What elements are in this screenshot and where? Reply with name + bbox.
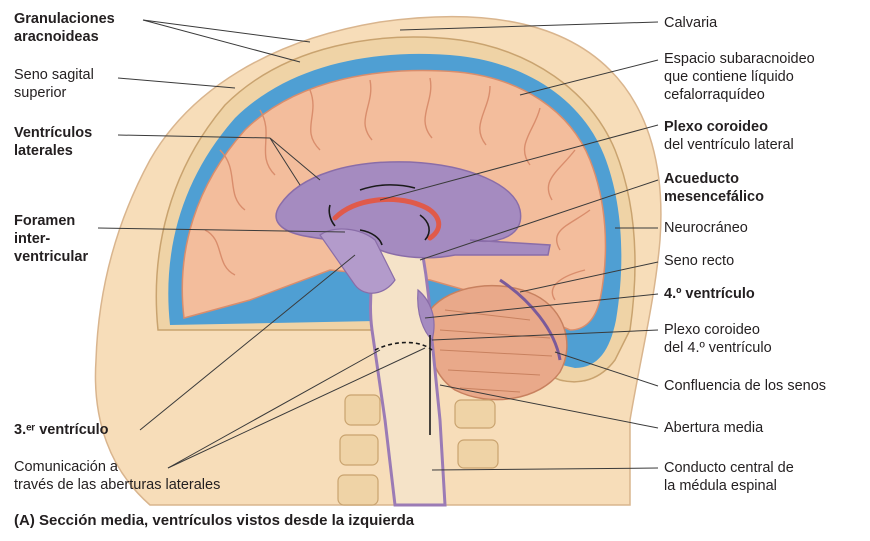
label-line: mesencefálico [664,188,764,206]
label-conducto-central: Conducto central de la médula espinal [664,459,794,495]
label-tercer-ventriculo: 3.ᵉʳ ventrículo [14,421,109,439]
label-comunicacion-aberturas-laterales: Comunicación a través de las aberturas l… [14,458,220,494]
label-line: del ventrículo lateral [664,136,794,154]
label-line: inter- [14,230,88,248]
label-neurocraneo: Neurocráneo [664,219,748,237]
label-line: Seno sagital [14,66,94,84]
label-line: Comunicación a [14,458,220,476]
label-line: la médula espinal [664,477,794,495]
label-plexo-coroideo-lateral: Plexo coroideo del ventrículo lateral [664,118,794,154]
label-line: ventricular [14,248,88,266]
label-line: superior [14,84,94,102]
label-calvaria: Calvaria [664,14,717,32]
label-line: Plexo coroideo [664,118,794,136]
label-line: que contiene líquido [664,68,815,86]
cerebellum [427,286,567,400]
label-foramen-interventricular: Foramen inter- ventricular [14,212,88,266]
label-cuarto-ventriculo: 4.º ventrículo [664,285,755,303]
label-line: Ventrículos [14,124,92,142]
label-abertura-media: Abertura media [664,419,763,437]
label-espacio-subaracnoideo: Espacio subaracnoideo que contiene líqui… [664,50,815,104]
label-line: Espacio subaracnoideo [664,50,815,68]
label-line: laterales [14,142,92,160]
label-line: Acueducto [664,170,764,188]
label-acueducto-mesencefalico: Acueducto mesencefálico [664,170,764,206]
label-granulaciones-aracnoideas: Granulaciones aracnoideas [14,10,115,46]
label-line: Conducto central de [664,459,794,477]
label-line: través de las aberturas laterales [14,476,220,494]
figure-caption: (A) Sección media, ventrículos vistos de… [14,512,414,529]
label-line: del 4.º ventrículo [664,339,772,357]
label-line: cefalorraquídeo [664,86,815,104]
label-seno-recto: Seno recto [664,252,734,270]
label-line: Granulaciones [14,10,115,28]
label-ventriculos-laterales: Ventrículos laterales [14,124,92,160]
label-confluencia-senos: Confluencia de los senos [664,377,826,395]
label-plexo-coroideo-cuarto: Plexo coroideo del 4.º ventrículo [664,321,772,357]
label-line: Plexo coroideo [664,321,772,339]
label-line: Foramen [14,212,88,230]
label-seno-sagital-superior: Seno sagital superior [14,66,94,102]
label-line: aracnoideas [14,28,115,46]
